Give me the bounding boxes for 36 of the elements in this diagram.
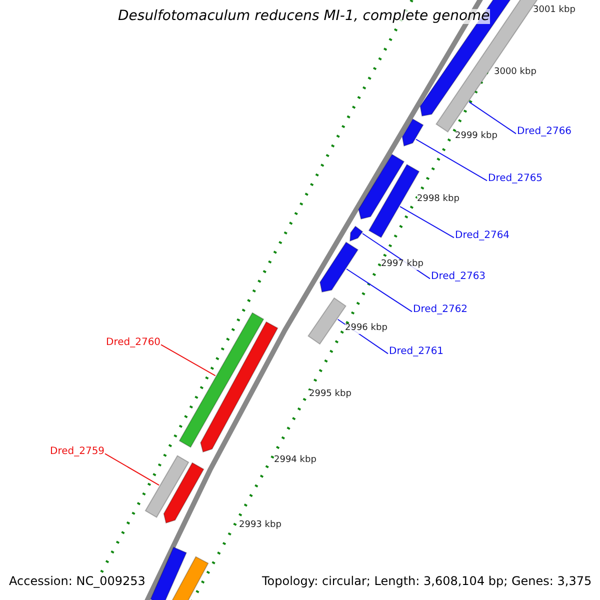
gene-label: Dred_2762 (413, 304, 468, 315)
tick-label: 2994 kbp (274, 456, 316, 466)
gene-block (319, 242, 359, 293)
leader-line (416, 138, 488, 182)
gene-label: Dred_2760 (106, 337, 161, 348)
gene-block (150, 546, 188, 600)
gene-block (308, 297, 346, 345)
gene-block (358, 154, 405, 220)
leader-line (104, 453, 160, 486)
gene-block (402, 118, 424, 147)
tick-label: 2998 kbp (417, 195, 460, 205)
gene-block (163, 462, 204, 524)
leader-line (400, 206, 454, 238)
tick-label: 2999 kbp (455, 132, 498, 142)
gene-block (144, 455, 190, 518)
gene-label: Dred_2764 (455, 230, 510, 241)
gene-label: Dred_2763 (431, 271, 486, 282)
leader-line (160, 344, 216, 376)
tick-label: 2997 kbp (381, 260, 424, 270)
gene-label: Dred_2765 (488, 173, 543, 184)
tick-label: 2996 kbp (345, 324, 388, 334)
gene-block (349, 226, 364, 242)
gene-block (178, 312, 264, 448)
gene-label: Dred_2766 (517, 126, 572, 137)
tick-label: 2995 kbp (309, 390, 352, 400)
leader-line (468, 102, 516, 134)
gene-label: Dred_2759 (50, 446, 105, 457)
gene-label: Dred_2761 (389, 346, 444, 357)
tick-label: 3001 kbp (533, 6, 576, 16)
title: Desulfotomaculum reducens MI-1, complete genome (118, 9, 490, 24)
accession-text: Accession: NC_009253 (9, 575, 146, 588)
tick-label: 3000 kbp (494, 68, 536, 78)
genome-info-text: Topology: circular; Length: 3,608,104 bp; Genes: 3,375 (262, 575, 592, 588)
gene-block (200, 321, 278, 453)
tick-label: 2993 kbp (239, 521, 282, 531)
leader-line (346, 268, 412, 312)
